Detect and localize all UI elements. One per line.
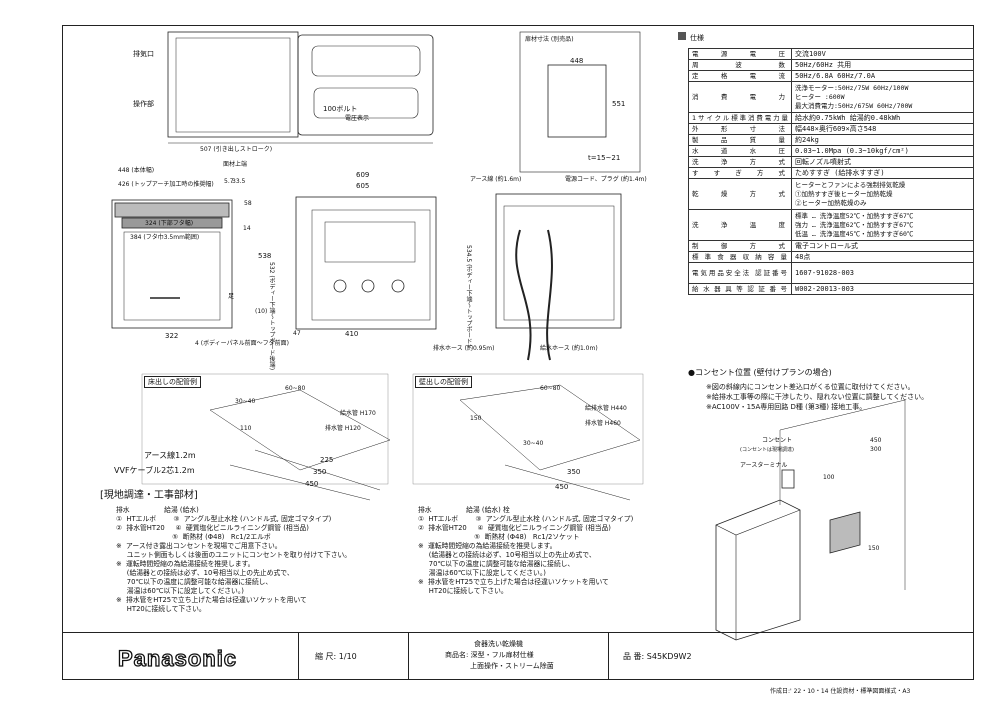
dim-322: 322 xyxy=(165,332,179,340)
dim-14: 14 xyxy=(243,225,251,232)
brand-logo: Panasonic xyxy=(117,645,238,671)
floor-d3040: 30~40 xyxy=(235,398,256,405)
outlet-d150: 150 xyxy=(868,545,880,552)
earth-terminal-label: アースターミナル xyxy=(740,462,788,469)
panel-thickness: t=15~21 xyxy=(588,154,621,162)
model-number: 品 番: S45KD9W2 xyxy=(623,652,692,661)
dim-532: 532 (ボディー下端～トップボード後端) xyxy=(268,262,275,371)
outlet-sub-label: (コンセントは現場調達) xyxy=(740,447,794,453)
label-cord: 電源コード、プラグ (約1.4m) xyxy=(565,176,647,183)
label-drain: 排水ホース (約0.95m) xyxy=(433,345,495,352)
top-view-body xyxy=(167,31,299,138)
top-view-rear xyxy=(297,34,434,136)
product-line-2: 商品名: 深型・フル扉材仕様 xyxy=(445,651,534,659)
label-exhaust: 排気口 xyxy=(133,50,154,58)
floor-d350: 350 xyxy=(313,468,327,476)
dim-605: 605 xyxy=(356,182,370,190)
earth-wire-length: アース線1.2m xyxy=(144,451,196,460)
label-power-display: 電圧表示 xyxy=(345,115,370,122)
dim-507: 507 (引き出しストローク) xyxy=(200,146,273,153)
wall-d350: 350 xyxy=(567,468,581,476)
door-panel xyxy=(547,64,607,138)
wall-d460: 排水管 H460 xyxy=(585,420,621,427)
dim-33-5: 33.5 xyxy=(232,178,246,185)
drawing-frame xyxy=(62,25,974,680)
vvf-cable-length: VVFケーブル2芯1.2m xyxy=(114,466,195,475)
label-earth: アース線 (約1.6m) xyxy=(470,176,522,183)
floor-d450: 450 xyxy=(305,480,319,488)
dim-534: 534.5 (ボディー下端～トップボード) xyxy=(465,245,472,347)
dim-410: 410 xyxy=(345,330,359,338)
dim-609: 609 xyxy=(356,171,370,179)
footer-info: 作成日:' 22・10・14 住設資材・標準図面様式・A3 xyxy=(770,688,911,695)
spec-title: 仕様 xyxy=(690,34,704,42)
dim-426: 426 (トップアーチ加工時の推奨幅) xyxy=(118,181,214,188)
dim-538: 538 xyxy=(258,252,272,260)
panel-width: 448 xyxy=(570,57,584,65)
dim-5-7: 5.7 xyxy=(224,178,234,185)
floor-d170: 給水管 H170 xyxy=(340,410,376,417)
materials-left-notes: 排水 給湯 (給水) ① HTエルボ ③ アングル型止水栓 (ハンドル式, 固定… xyxy=(116,506,352,613)
floor-d225: 225 xyxy=(320,456,334,464)
side-view xyxy=(295,196,437,330)
outlet-title: ●コンセント位置 (壁付けプランの場合) xyxy=(688,368,832,377)
product-line-3: 上面操作・ストリーム除菌 xyxy=(470,662,554,670)
door-panel-box xyxy=(519,31,641,173)
spec-icon xyxy=(678,32,686,40)
front-view xyxy=(111,199,233,329)
rear-view xyxy=(495,193,622,329)
panel-height: 551 xyxy=(612,100,626,108)
wall-d450: 450 xyxy=(555,483,569,491)
title-block xyxy=(62,632,974,680)
outlet-label: コンセント xyxy=(762,437,793,444)
label-supply: 給水ホース (約1.0m) xyxy=(540,345,598,352)
materials-title: [現地調達・工事部材] xyxy=(100,490,198,501)
outlet-d450: 450 xyxy=(870,437,882,444)
outlet-d300: 300 xyxy=(870,446,882,453)
wall-d3040: 30~40 xyxy=(523,440,544,447)
dim-448: 448 (本体幅) xyxy=(118,167,155,174)
materials-right-notes: 排水 給湯 (給水) 栓 ① HTエルボ ③ アングル型止水栓 (ハンドル式, … xyxy=(418,506,634,595)
label-control: 操作部 xyxy=(133,100,154,108)
dim-47: 47 xyxy=(293,330,301,337)
dim-58: 58 xyxy=(244,200,252,207)
dim-4: 4 (ボディーパネル前面～フタ前面) xyxy=(195,340,289,347)
dim-324: 324 (下部フタ幅) xyxy=(145,220,194,227)
product-line-1: 食器洗い乾燥機 xyxy=(474,640,523,648)
label-foot: 足 xyxy=(228,293,235,300)
floor-d120: 排水管 H120 xyxy=(325,425,361,432)
floor-d110: 110 xyxy=(240,425,252,432)
label-top: 面材上端 xyxy=(223,161,248,168)
wall-piping-title: 壁出しの配管例 xyxy=(415,376,472,388)
wall-d440: 給排水管 H440 xyxy=(585,405,627,412)
outlet-d100: 100 xyxy=(823,474,835,481)
outlet-cabinet xyxy=(715,499,801,641)
label-100volt: 100ボルト xyxy=(323,105,358,113)
dim-10: (10) xyxy=(255,308,268,315)
outlet-notes: ※図の斜線内にコンセント差込口がくる位置に取付けてください。 ※給排水工事等の際… xyxy=(706,383,929,411)
wall-d6080: 60~80 xyxy=(540,385,561,392)
dim-384: 384 (フタ巾3.5mm範囲) xyxy=(130,234,200,241)
floor-piping-title: 床出しの配管例 xyxy=(144,376,201,388)
panel-size-title: 扉材寸法 (別売品) xyxy=(525,36,574,43)
scale: 縮 尺: 1/10 xyxy=(315,652,357,661)
floor-d6080: 60~80 xyxy=(285,385,306,392)
wall-d150: 150 xyxy=(470,415,482,422)
